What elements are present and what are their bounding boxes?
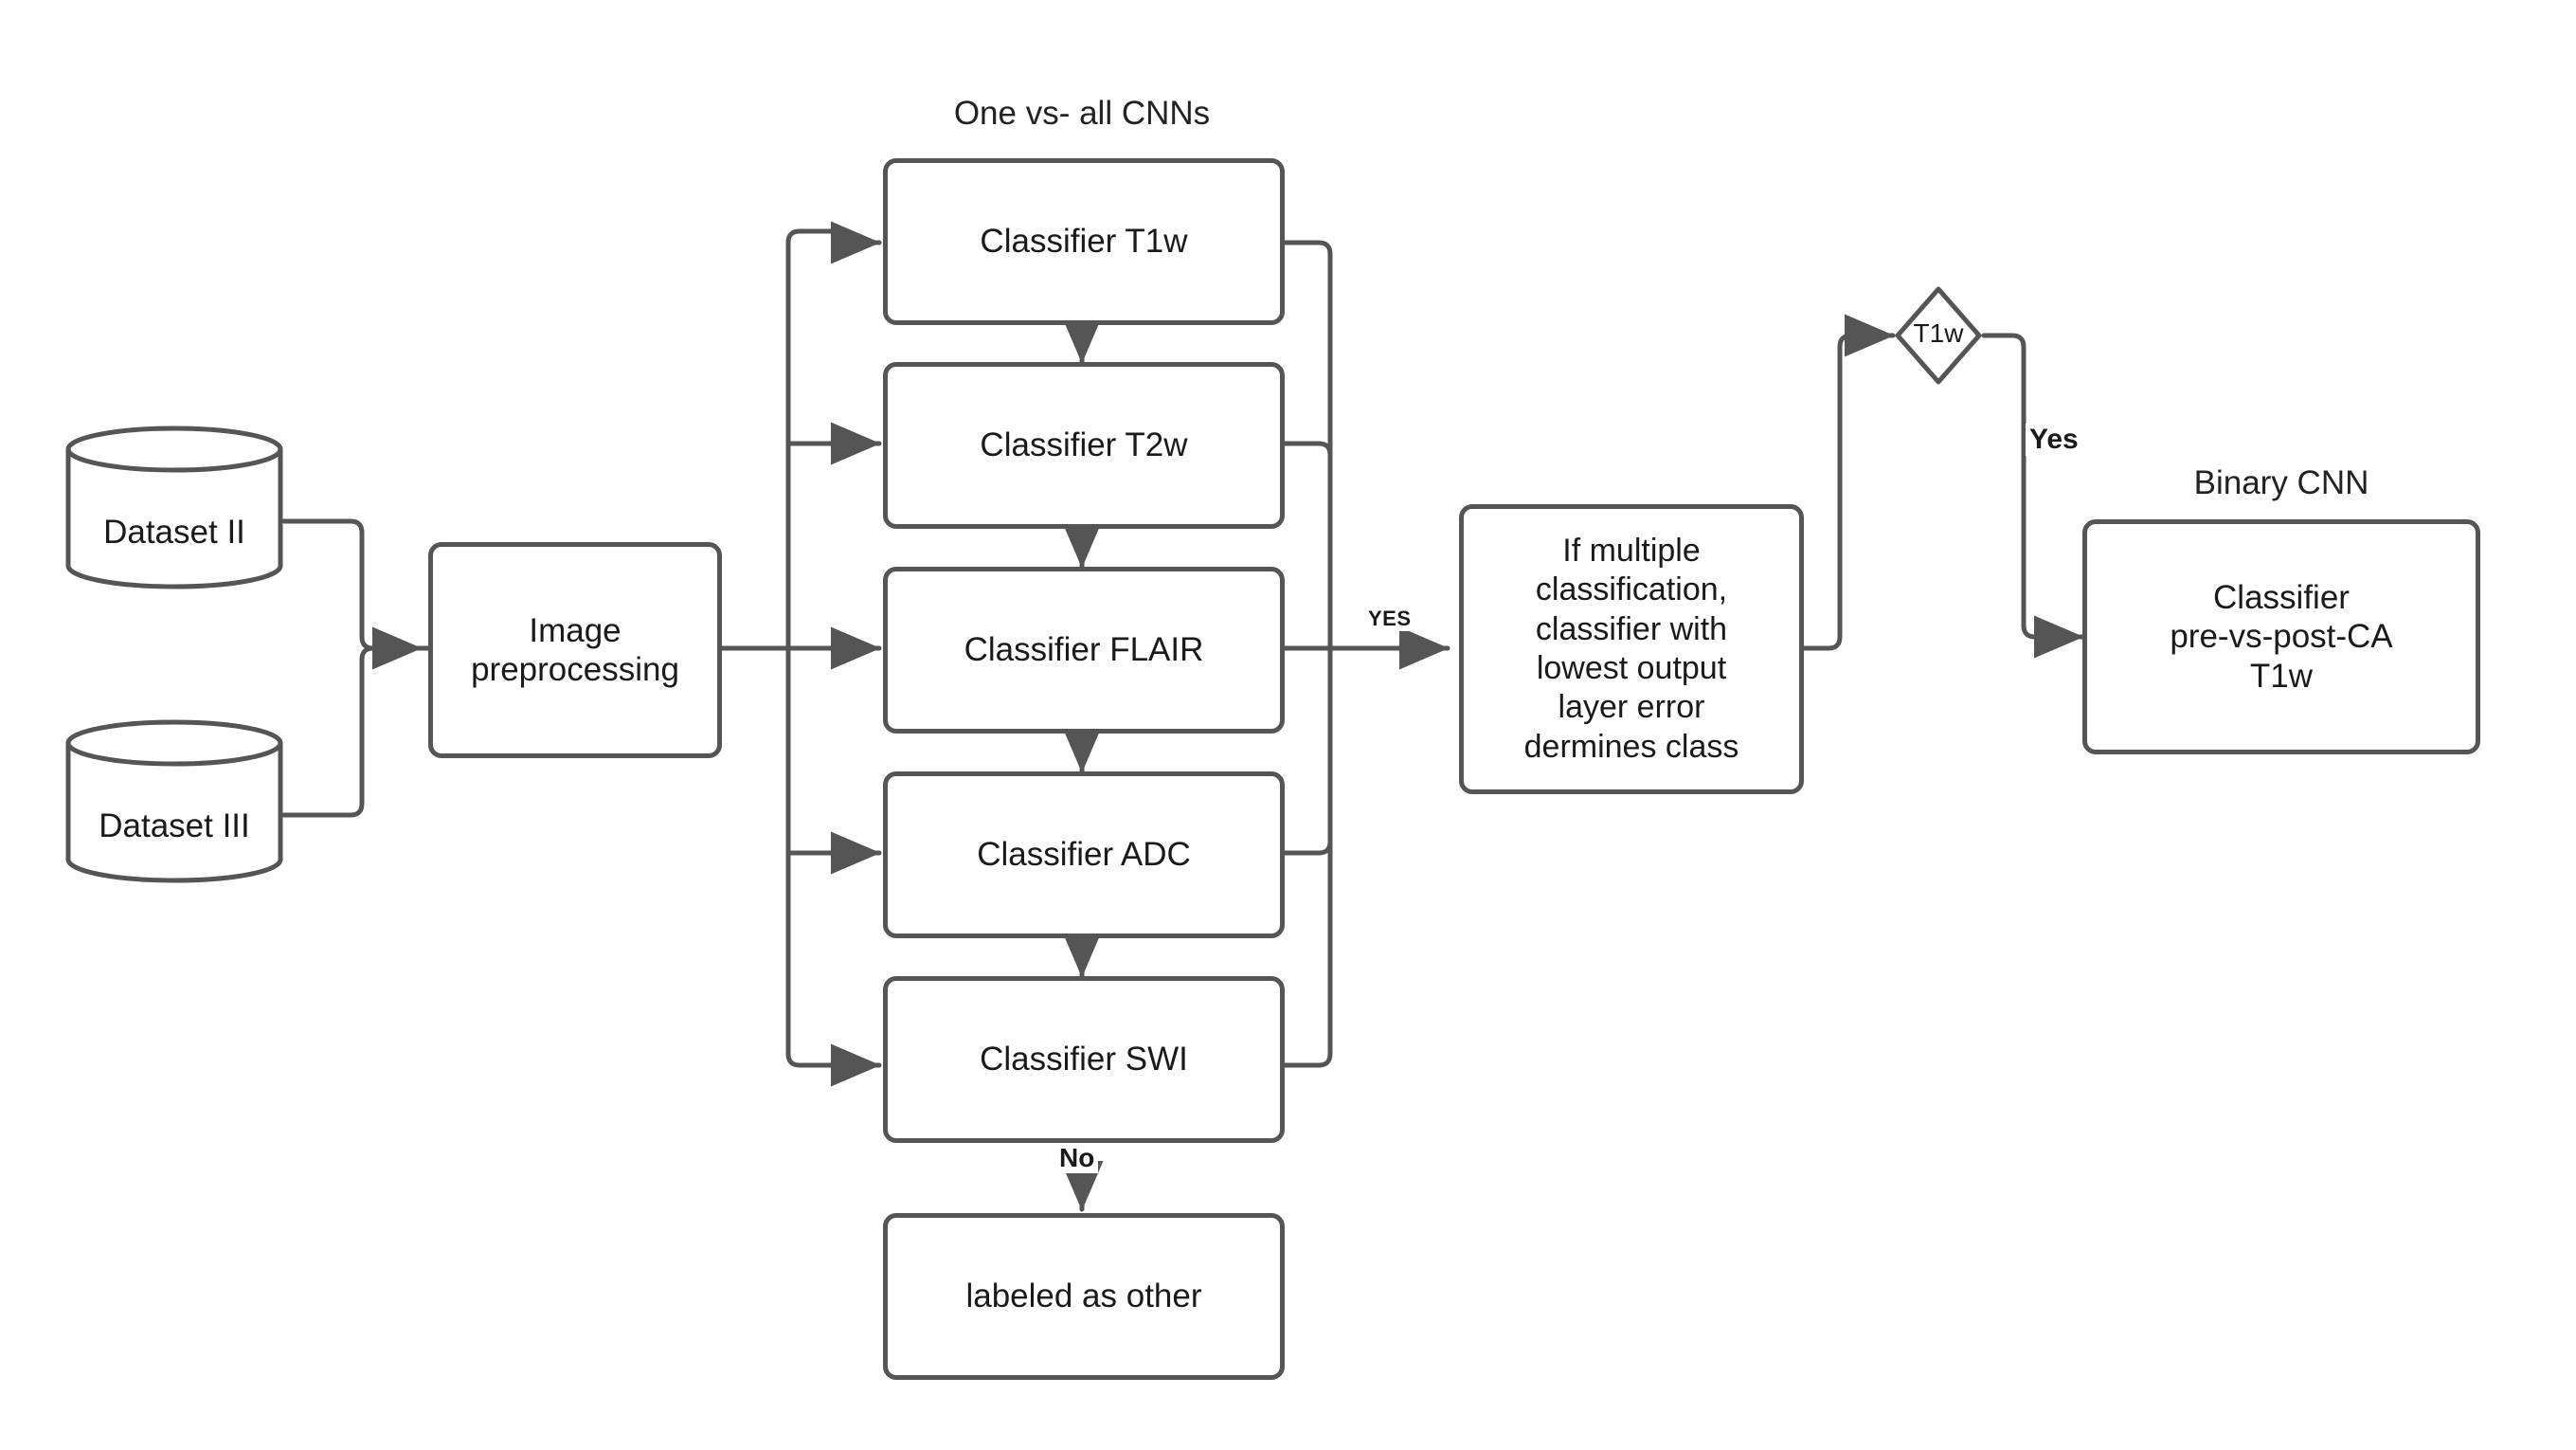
node-labeled-as-other-label: labeled as other xyxy=(965,1278,1202,1315)
edge-label-no: No xyxy=(1055,1143,1099,1173)
wire-out-t2w xyxy=(1282,441,1333,640)
node-classifier-pre-vs-post-ca[interactable]: Classifier pre-vs-post-CA T1w xyxy=(2082,519,2480,754)
dataset-cylinder-2: Dataset II xyxy=(64,425,284,590)
rule-line-4: lowest output xyxy=(1536,650,1727,686)
node-classifier-flair-label: Classifier FLAIR xyxy=(964,631,1204,669)
node-classifier-t2w-label: Classifier T2w xyxy=(980,426,1188,464)
node-classifier-swi[interactable]: Classifier SWI xyxy=(883,976,1285,1143)
wire-out-swi xyxy=(1282,657,1333,1068)
dataset-cylinder-2-label: Dataset II xyxy=(103,514,245,551)
node-classifier-t1w-label: Classifier T1w xyxy=(980,223,1188,261)
node-classifier-adc-label: Classifier ADC xyxy=(977,836,1191,874)
binary-line-1: Classifier xyxy=(2213,579,2350,617)
rule-line-5: layer error xyxy=(1558,689,1705,726)
node-classifier-t2w[interactable]: Classifier T2w xyxy=(883,362,1285,529)
node-image-preprocessing-label: Image preprocessing xyxy=(471,611,679,690)
rule-line-6: dermines class xyxy=(1523,728,1739,765)
title-binary-cnn: Binary CNN xyxy=(2193,464,2369,501)
dataset-cylinder-3-label: Dataset III xyxy=(99,807,250,844)
wire-decision-to-diamond xyxy=(1801,314,1896,651)
node-classifier-flair[interactable]: Classifier FLAIR xyxy=(883,567,1285,734)
binary-line-2: pre-vs-post-CA xyxy=(2170,618,2393,656)
rule-line-1: If multiple xyxy=(1562,532,1701,569)
wire-dataset2-to-preprocessing xyxy=(281,518,431,651)
rule-line-2: classification, xyxy=(1535,571,1728,608)
title-one-vs-all-cnns: One vs- all CNNs xyxy=(953,95,1211,132)
node-labeled-as-other[interactable]: labeled as other xyxy=(883,1213,1285,1380)
node-multiple-classification-rule-text: If multiple classification, classifier w… xyxy=(1524,532,1739,768)
rule-line-3: classifier with xyxy=(1535,610,1728,647)
decision-diamond-t1w-label: T1w xyxy=(1913,318,1964,348)
wire-diamond-yes-to-binary xyxy=(1981,333,2085,659)
preprocessing-line-2: preprocessing xyxy=(471,651,679,688)
binary-line-3: T1w xyxy=(2249,657,2314,695)
dataset-cylinder-3: Dataset III xyxy=(64,718,284,884)
node-classifier-pre-vs-post-ca-text: Classifier pre-vs-post-CA T1w xyxy=(2170,578,2392,696)
node-classifier-adc[interactable]: Classifier ADC xyxy=(883,771,1285,938)
edge-label-yes: Yes xyxy=(2026,424,2082,456)
decision-diamond-t1w[interactable]: T1w xyxy=(1893,284,1984,387)
node-classifier-swi-label: Classifier SWI xyxy=(980,1041,1188,1078)
node-multiple-classification-rule[interactable]: If multiple classification, classifier w… xyxy=(1459,504,1804,794)
node-classifier-t1w[interactable]: Classifier T1w xyxy=(883,158,1285,325)
edge-label-yes-caps: YES xyxy=(1364,607,1415,631)
wire-dataset3-to-preprocessing xyxy=(281,645,431,818)
wire-fan-bottom-stub xyxy=(785,1051,837,1068)
preprocessing-line-1: Image xyxy=(529,611,621,649)
wire-out-adc xyxy=(1282,657,1333,856)
node-image-preprocessing[interactable]: Image preprocessing xyxy=(428,542,722,758)
wire-fan-top-stub xyxy=(785,228,837,245)
wire-out-t1w xyxy=(1282,240,1333,640)
